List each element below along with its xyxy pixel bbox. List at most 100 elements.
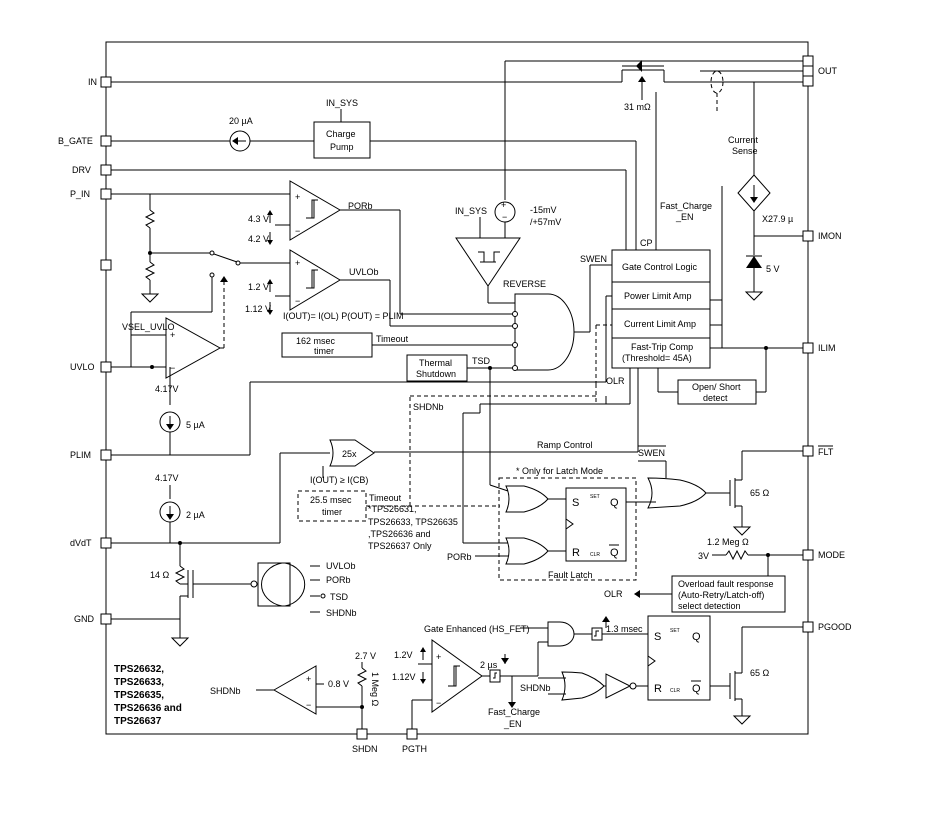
shdn-comparator: SHDNb + − 0.8 V 2.7 V 1 Meg Ω <box>210 651 380 729</box>
svg-text:Fault Latch: Fault Latch <box>548 570 593 580</box>
svg-text:65 Ω: 65 Ω <box>750 488 770 498</box>
svg-text:0.8 V: 0.8 V <box>328 679 349 689</box>
svg-text:IN: IN <box>88 77 97 87</box>
svg-text:* Only for Latch Mode: * Only for Latch Mode <box>516 466 603 476</box>
svg-text:Open/ Short: Open/ Short <box>692 382 741 392</box>
svg-text:2 µs: 2 µs <box>480 660 498 670</box>
svg-text:ILIM: ILIM <box>818 343 836 353</box>
svg-text:select detection: select detection <box>678 601 741 611</box>
svg-text:Power Limit Amp: Power Limit Amp <box>624 291 692 301</box>
svg-text:+: + <box>501 200 506 210</box>
ramp-control: SHDNb Ramp Control SWEN <box>374 368 667 543</box>
pin-pgth: PGTH <box>402 728 427 754</box>
svg-text:+: + <box>306 674 311 684</box>
imon-current-source: X27.9 µ 5 V <box>721 82 803 349</box>
svg-text:Gate Control Logic: Gate Control Logic <box>622 262 698 272</box>
svg-text:+: + <box>295 258 300 268</box>
svg-text:timer: timer <box>322 507 342 517</box>
svg-text:Q: Q <box>610 547 619 559</box>
svg-text:Gate Enhanced (HS_FET): Gate Enhanced (HS_FET) <box>424 624 530 634</box>
svg-text:IN_SYS: IN_SYS <box>326 98 358 108</box>
svg-text:25.5 msec: 25.5 msec <box>310 495 352 505</box>
svg-text:SET: SET <box>590 494 600 500</box>
svg-text:OLR: OLR <box>606 376 625 386</box>
current-sense-label: Current <box>728 135 759 145</box>
pin-ilim: ILIM <box>802 342 836 354</box>
flt-driver: 65 Ω <box>647 450 803 536</box>
pgood-logic: Gate Enhanced (HS_FET) 1.3 msec SHDNb S … <box>424 615 803 725</box>
svg-text:TPS26632,: TPS26632, <box>114 664 164 675</box>
svg-text:TSD: TSD <box>330 592 349 602</box>
svg-text:TPS26633, TPS26635: TPS26633, TPS26635 <box>368 517 458 527</box>
svg-text:1.12 V: 1.12 V <box>245 304 271 314</box>
dvdt-source: 4.17V 2 µA <box>111 473 280 545</box>
svg-text:3V: 3V <box>698 551 709 561</box>
svg-text:14 Ω: 14 Ω <box>150 570 170 580</box>
reverse-comparator: IN_SYS + − -15mV /+57mV REVERSE <box>455 200 561 304</box>
svg-text:IN_SYS: IN_SYS <box>455 206 487 216</box>
pin-flt: FLT <box>802 445 834 457</box>
svg-text:TSD: TSD <box>472 356 491 366</box>
svg-text:I(OUT)= I(OL) P(OUT) = PLIM: I(OUT)= I(OL) P(OUT) = PLIM <box>283 311 404 321</box>
pin-pgood: PGOOD <box>802 621 852 633</box>
svg-text:TPS26635,: TPS26635, <box>114 690 164 701</box>
current-sense-probe <box>710 70 724 94</box>
svg-text:TPS26636 and: TPS26636 and <box>114 703 182 714</box>
svg-text:detect: detect <box>703 393 728 403</box>
svg-text:Pump: Pump <box>330 142 354 152</box>
vsel-comparator: + − VSEL_UVLO 4.17V 5 µA <box>111 276 228 455</box>
svg-text:1.2V: 1.2V <box>394 650 413 660</box>
svg-text:(Auto-Retry/Latch-off): (Auto-Retry/Latch-off) <box>678 590 764 600</box>
svg-text:4.2 V: 4.2 V <box>248 234 269 244</box>
svg-text:TPS26633,: TPS26633, <box>114 677 164 688</box>
svg-text:20 µA: 20 µA <box>229 116 253 126</box>
svg-text:Fast_Charge: Fast_Charge <box>660 201 712 211</box>
svg-text:5 V: 5 V <box>766 264 780 274</box>
svg-text:1.3 msec: 1.3 msec <box>606 624 643 634</box>
svg-text:R: R <box>572 547 580 559</box>
part-list: TPS26632, TPS26633, TPS26635, TPS26636 a… <box>114 664 182 727</box>
svg-text:4.17V: 4.17V <box>155 384 179 394</box>
pin-nc <box>100 259 112 271</box>
svg-text:Q: Q <box>610 497 619 509</box>
svg-text:5 µA: 5 µA <box>186 420 205 430</box>
svg-text:65 Ω: 65 Ω <box>750 668 770 678</box>
svg-text:SHDNb: SHDNb <box>210 686 241 696</box>
svg-text:SHDNb: SHDNb <box>520 683 551 693</box>
svg-text:4.17V: 4.17V <box>155 473 179 483</box>
charge-pump: IN_SYS Charge Pump 20 µA <box>111 98 637 250</box>
svg-text:B_GATE: B_GATE <box>58 136 93 146</box>
svg-text:Charge: Charge <box>326 129 356 139</box>
pin-mode: MODE <box>802 549 845 561</box>
svg-text:Timeout: Timeout <box>369 493 402 503</box>
svg-text:PGOOD: PGOOD <box>818 622 852 632</box>
mode-network: 1.2 Meg Ω 3V Overload fault response (Au… <box>604 537 803 613</box>
svg-text:S: S <box>572 497 579 509</box>
svg-text:Fast-Trip Comp: Fast-Trip Comp <box>631 342 693 352</box>
svg-text:Overload fault response: Overload fault response <box>678 579 774 589</box>
svg-text:1.2 Meg Ω: 1.2 Meg Ω <box>707 537 749 547</box>
svg-text:Timeout: Timeout <box>376 334 409 344</box>
svg-text:SHDNb: SHDNb <box>413 402 444 412</box>
svg-text:CLR: CLR <box>670 688 680 694</box>
svg-text:I(OUT) ≥ I(CB): I(OUT) ≥ I(CB) <box>310 475 368 485</box>
power-fet: 31 mΩ <box>111 60 803 200</box>
svg-text:UVLO: UVLO <box>70 362 95 372</box>
pin-in: IN <box>88 76 112 88</box>
pin-p-in: P_IN <box>70 188 112 200</box>
pin-gnd: GND <box>74 613 112 625</box>
svg-text:−: − <box>436 698 441 708</box>
uvlob-comparator: + − UVLOb 1.2 V 1.12 V <box>245 249 515 327</box>
pin-shdn: SHDN <box>352 728 378 754</box>
svg-text:P_IN: P_IN <box>70 189 90 199</box>
svg-text:1 Meg Ω: 1 Meg Ω <box>370 672 380 707</box>
svg-text:−: − <box>502 212 507 222</box>
svg-text:PORb: PORb <box>348 201 373 211</box>
svg-text:CP: CP <box>640 238 653 248</box>
svg-text:CLR: CLR <box>590 552 600 558</box>
svg-text:*TPS26631,: *TPS26631, <box>368 504 417 514</box>
svg-text:SHDNb: SHDNb <box>326 608 357 618</box>
pgth-comparator: + − 1.2V 1.12V 2 µs Fast_Charge _EN <box>392 639 540 729</box>
svg-text:SWEN: SWEN <box>580 254 607 264</box>
